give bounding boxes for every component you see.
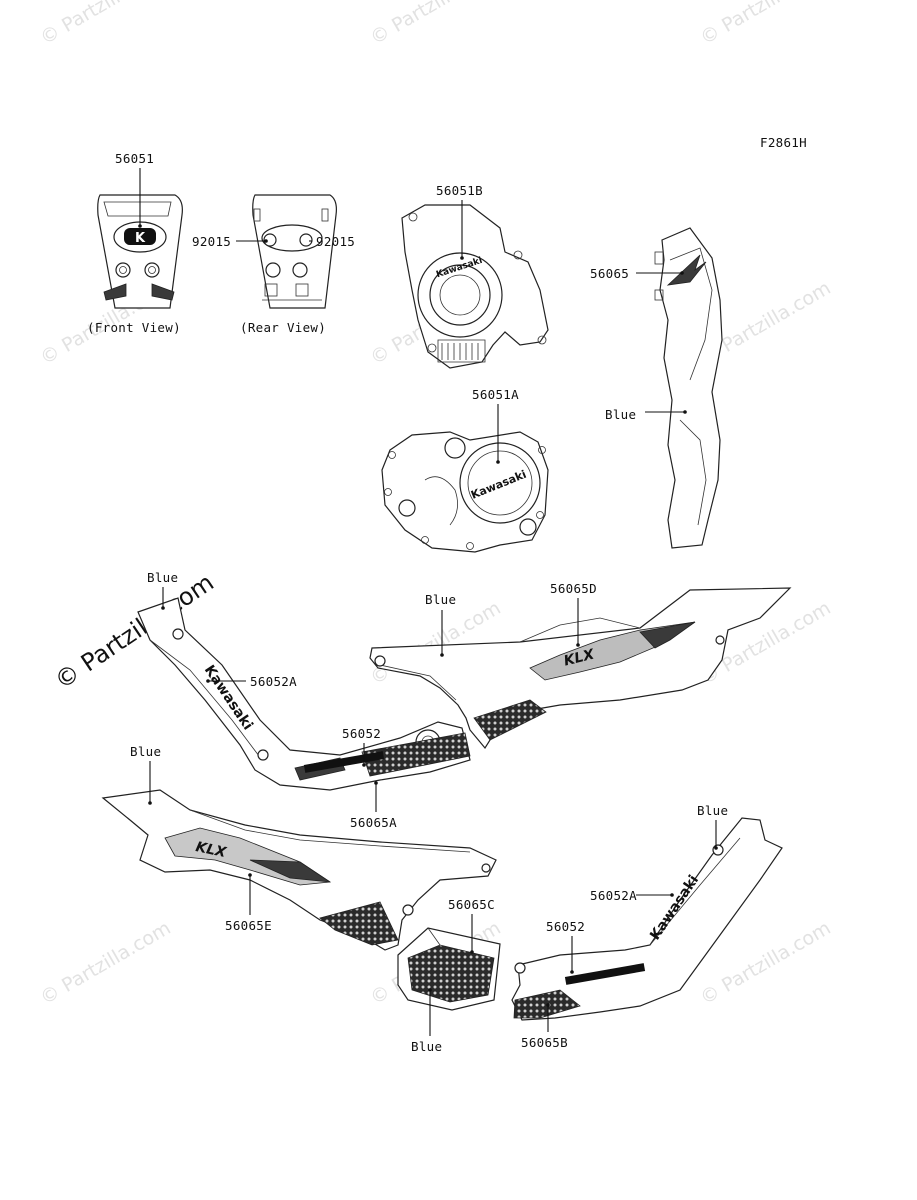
blue-left-cover-label: Blue [130,744,161,759]
callout-56065B: 56065B [521,1035,568,1050]
blue-rframe-label: Blue [697,803,728,818]
callout-56052A-right: 56052A [590,888,637,903]
callout-92015-left: 92015 [192,234,231,249]
callout-56051: 56051 [115,151,154,166]
frame-guard-left: Kawasaki [137,597,471,791]
k-logo-icon [124,228,156,245]
rear-side-cover-left: KLX [101,789,497,951]
lower-mesh-pad [397,927,501,1011]
figure-code: F2861H [760,135,807,150]
callout-56065C: 56065C [448,897,495,912]
watermark: © Partzilla.com [37,917,175,1009]
callout-92015-right: 92015 [316,234,355,249]
callout-56052-right: 56052 [546,919,585,934]
callout-56051B: 56051B [436,183,483,198]
blue-rear-cover-label: Blue [425,592,456,607]
svg-text:KLX: KLX [194,839,228,861]
engine-cover-right: Kawasaki [401,204,549,369]
watermark: © Partzilla.com [367,0,505,49]
rear-side-cover-right: KLX [369,587,792,750]
watermark: © Partzilla.com [697,0,835,49]
callout-56052A-left: 56052A [250,674,297,689]
blue-tank-label: Blue [605,407,636,422]
number-plate-rear [252,194,337,309]
number-plate-front: K [97,194,183,309]
blue-bottom-label: Blue [411,1039,442,1054]
callout-56052-left: 56052 [342,726,381,741]
svg-text:K: K [135,231,146,246]
blue-lframe-label: Blue [147,570,178,585]
front-view-label: (Front View) [87,320,181,335]
callout-56065: 56065 [590,266,629,281]
watermark: © Partzilla.com [37,0,175,49]
engine-cover-left: Kawasaki [381,431,549,553]
callout-56065D: 56065D [550,581,597,596]
svg-text:KLX: KLX [562,646,597,669]
callout-56065A: 56065A [350,815,397,830]
callout-56065E: 56065E [225,918,272,933]
mesh-pad [361,732,471,777]
tank-shroud [654,227,723,549]
rear-view-label: (Rear View) [240,320,326,335]
shroud-graphic [666,254,707,286]
callout-56051A: 56051A [472,387,519,402]
